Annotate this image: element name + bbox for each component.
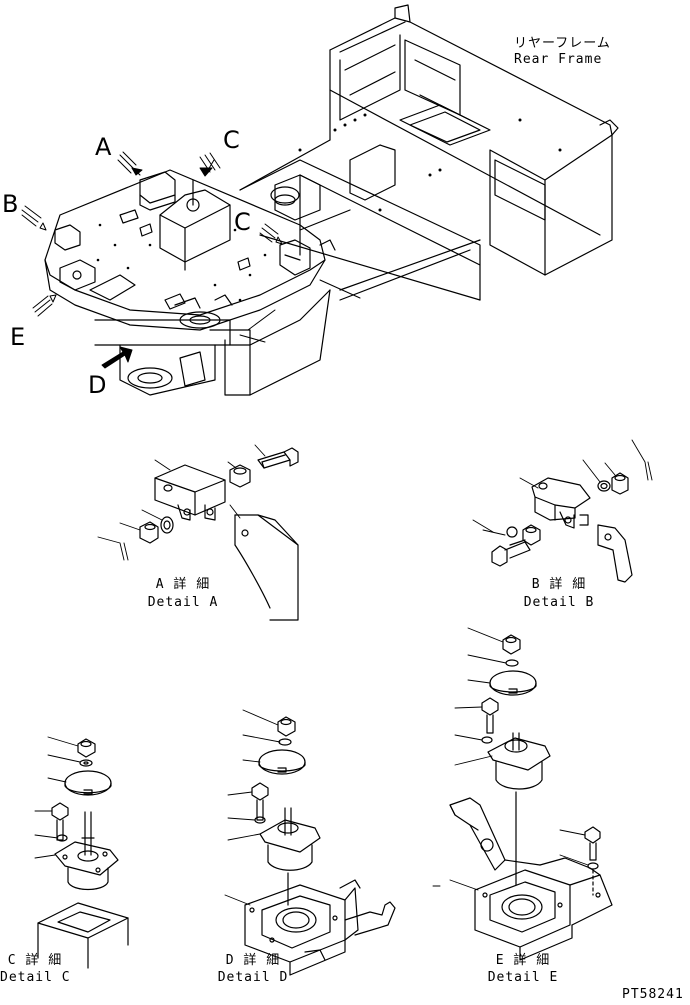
arrow-a-icon	[117, 151, 141, 176]
view-letter-c1: C	[223, 126, 240, 154]
view-letter-c2: C	[234, 208, 251, 236]
drawing-code: PT58241	[622, 987, 684, 1002]
detail-e-caption-jp: E 詳 細	[495, 953, 551, 968]
detail-b-drawing	[472, 439, 653, 583]
main-leader-lines	[239, 279, 361, 343]
view-letter-a: A	[95, 133, 112, 161]
view-letter-b: B	[2, 190, 19, 218]
detail-c-caption-jp: C 詳 細	[7, 953, 63, 968]
rear-frame-drawing	[44, 4, 619, 396]
view-letter-e: E	[10, 323, 26, 351]
rear-frame-title-jp: リヤーフレーム	[514, 36, 611, 51]
detail-d-caption-jp: D 詳 細	[225, 953, 281, 968]
rear-frame-title-en: Rear Frame	[514, 52, 603, 67]
arrow-c1-icon	[199, 152, 221, 176]
arrow-e-icon	[32, 294, 57, 317]
detail-d-drawing	[224, 709, 396, 976]
arrow-c2-icon	[259, 223, 283, 245]
detail-a-drawing	[97, 444, 299, 621]
detail-a-caption-en: Detail A	[147, 595, 219, 610]
detail-e-drawing	[432, 627, 613, 961]
arrow-d-icon	[101, 346, 133, 369]
detail-d-caption-en: Detail D	[217, 970, 289, 985]
detail-e-caption-en: Detail E	[487, 970, 559, 985]
detail-b-caption-jp: B 詳 細	[531, 577, 587, 592]
view-letter-d: D	[88, 371, 107, 399]
detail-a-caption-jp: A 詳 細	[155, 577, 211, 592]
view-arrows	[21, 151, 283, 369]
arrow-b-icon	[21, 205, 47, 231]
detail-c-caption-en: Detail C	[0, 970, 71, 985]
detail-c-drawing	[34, 736, 129, 969]
detail-b-caption-en: Detail B	[523, 595, 595, 610]
